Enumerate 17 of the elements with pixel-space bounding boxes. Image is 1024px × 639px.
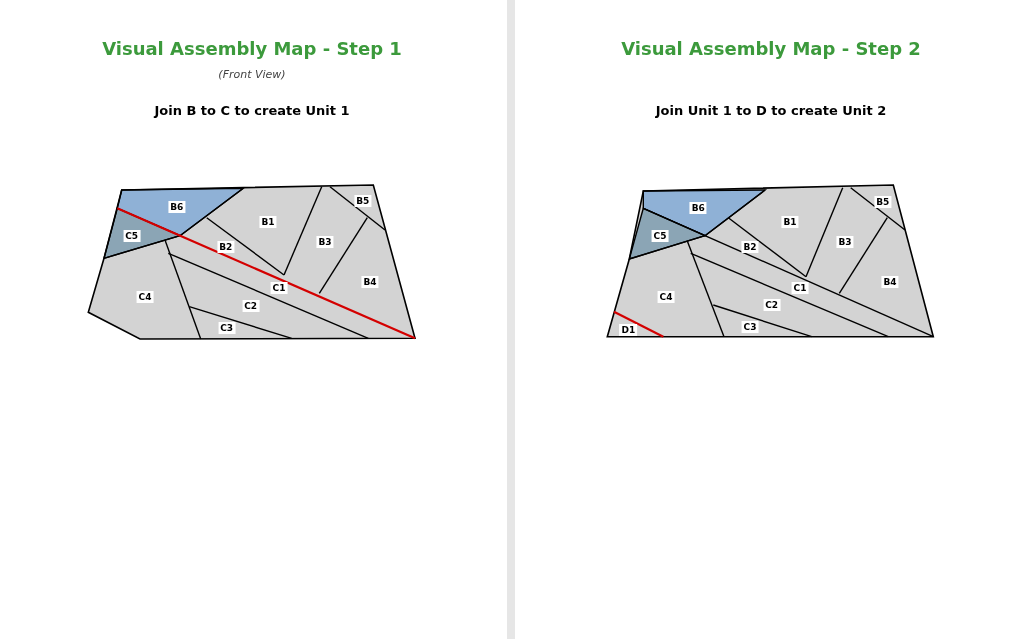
patch-label: C2 <box>763 299 781 311</box>
patch-label: C1 <box>791 282 809 295</box>
view-note: (Front View) <box>218 68 286 81</box>
patch-label: C3 <box>218 322 236 335</box>
page-title: Visual Assembly Map - Step 2 <box>621 38 921 59</box>
page-title: Visual Assembly Map - Step 1 <box>102 38 402 59</box>
step-instruction: Join B to C to create Unit 1 <box>154 103 350 118</box>
patch-label: B5 <box>354 195 372 207</box>
patch-label: C1 <box>270 282 288 295</box>
patch-label: B1 <box>259 216 277 228</box>
patch-label: B4 <box>881 276 899 289</box>
patch-label: B6 <box>168 201 186 213</box>
patch-label: B6 <box>689 202 707 215</box>
step-instruction: Join Unit 1 to D to create Unit 2 <box>655 103 887 118</box>
patch-label: B4 <box>361 276 379 289</box>
patch-label: D1 <box>619 324 638 336</box>
patch-label: B1 <box>781 216 799 229</box>
